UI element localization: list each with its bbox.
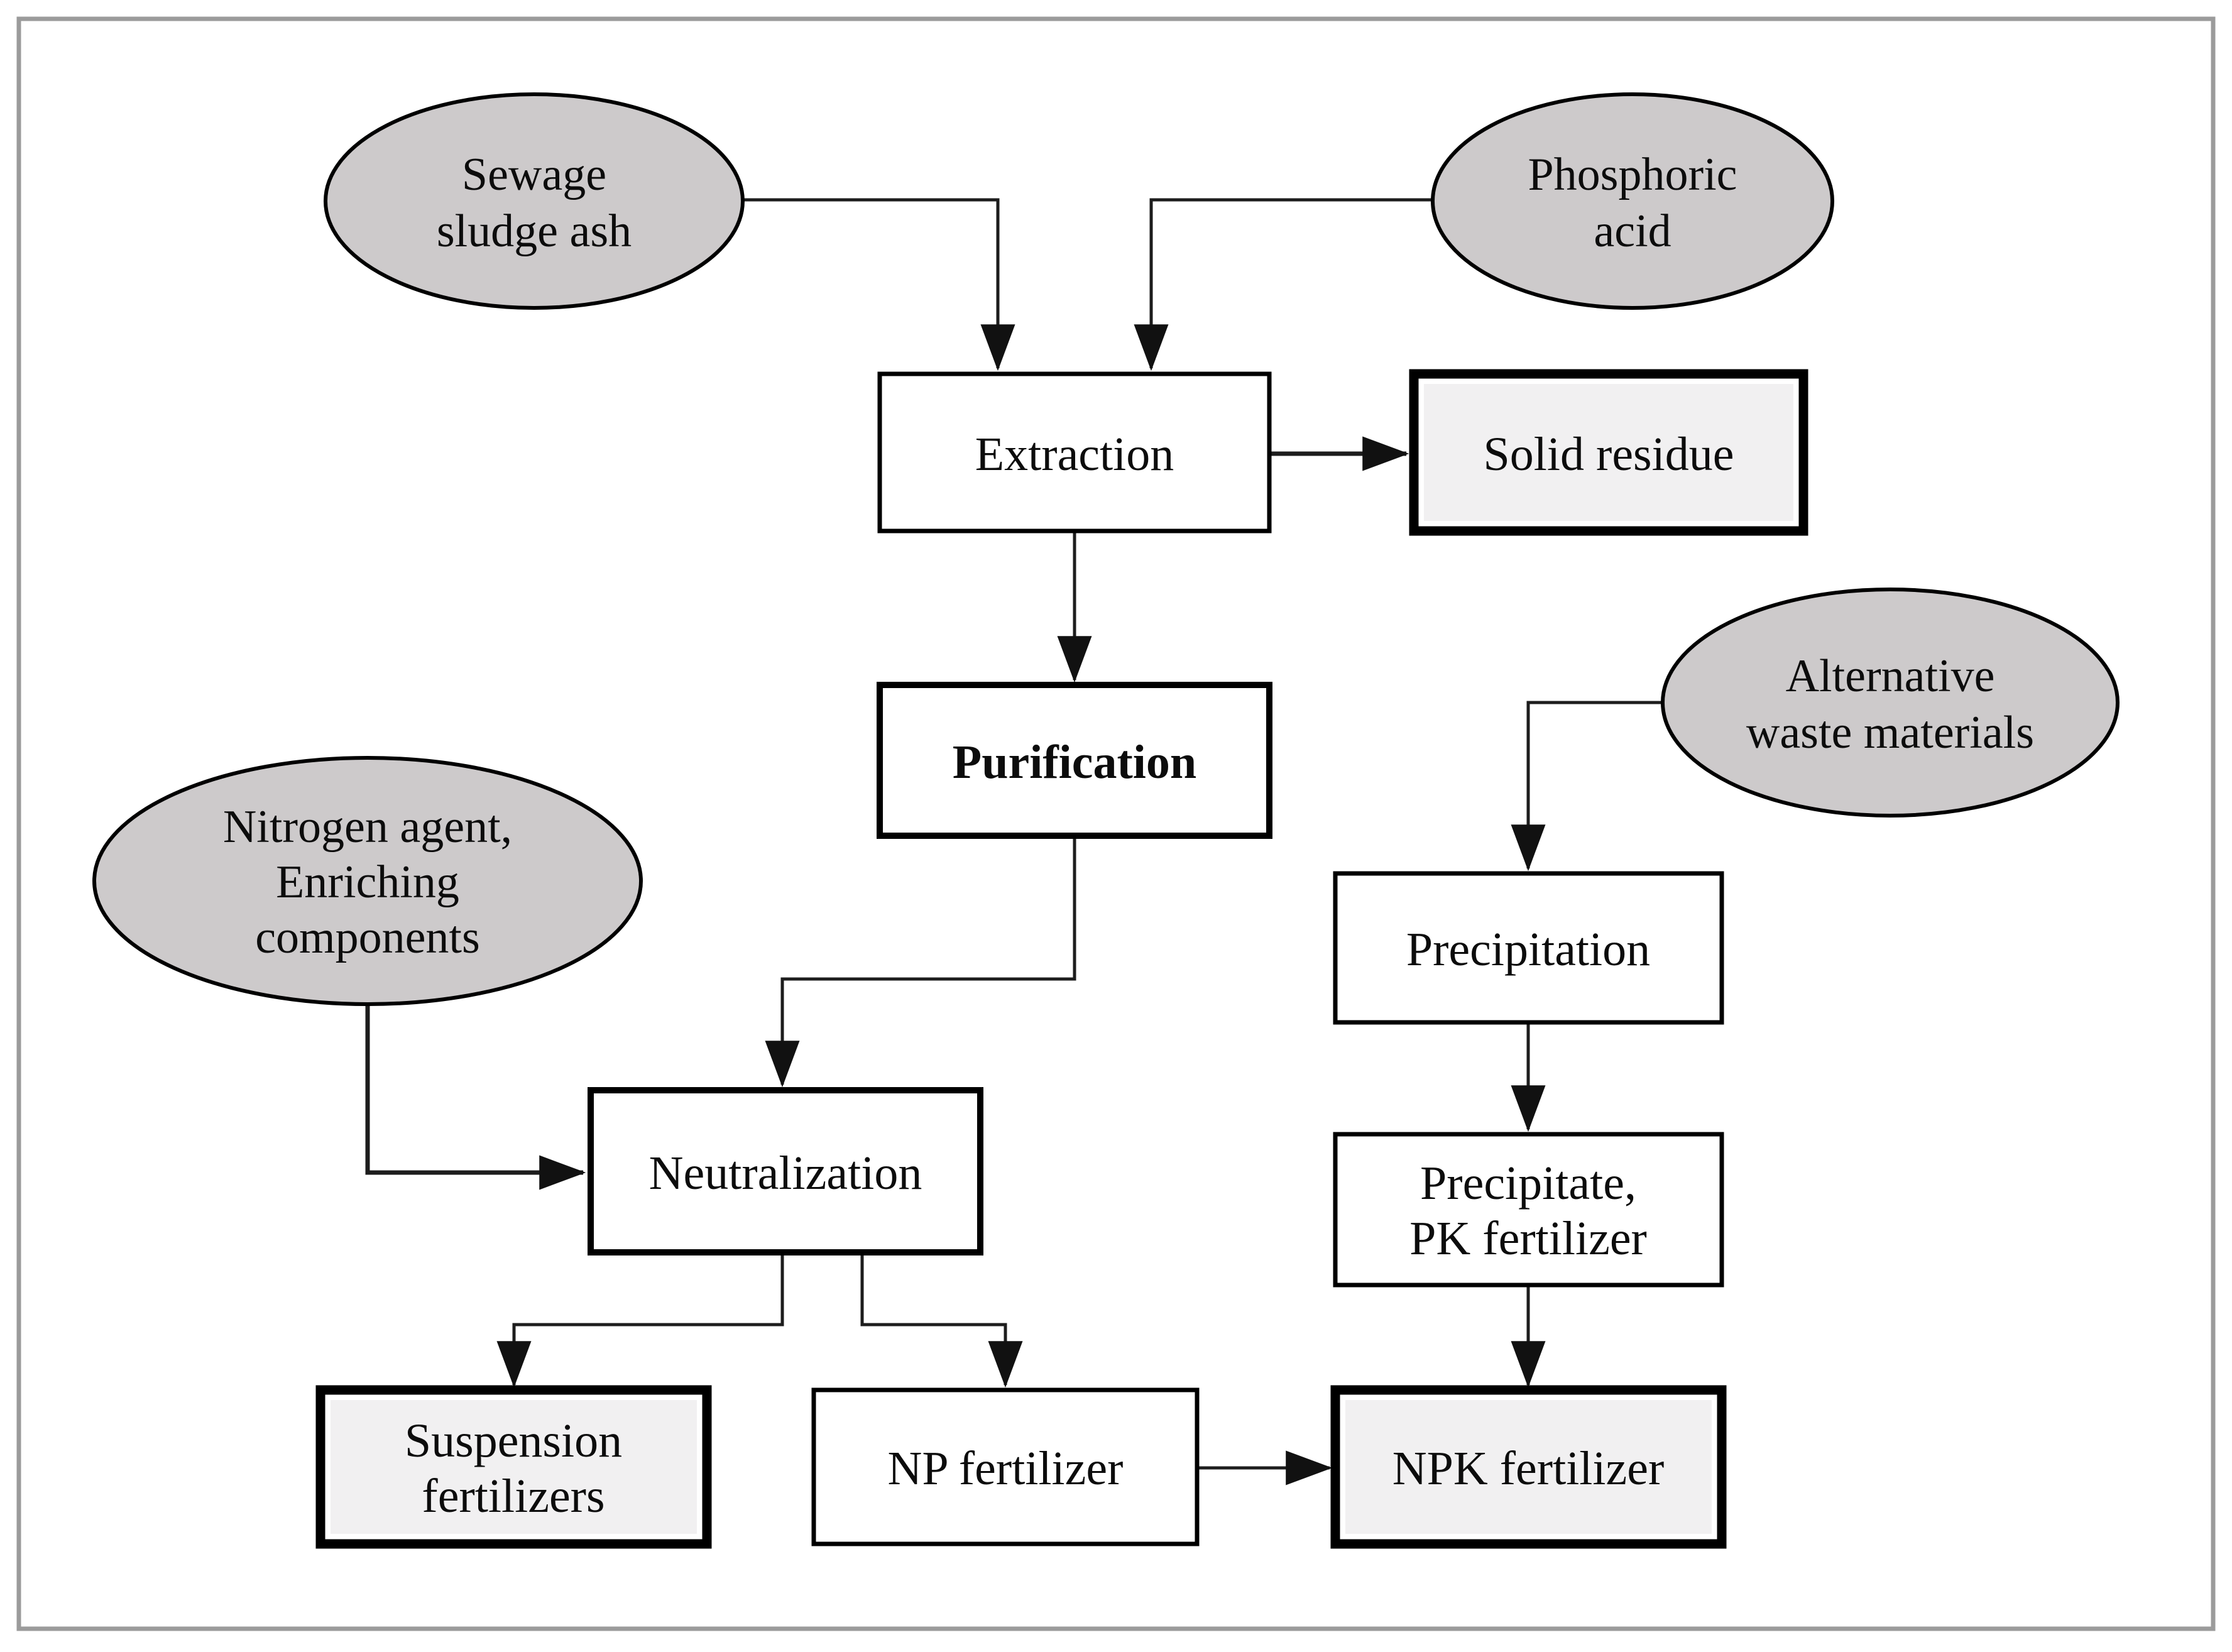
nitrogen-agent-label-line2: Enriching <box>276 856 459 908</box>
alternative-waste-label-line1: Alternative <box>1786 650 1995 702</box>
edge-purification-to-neutralization <box>765 836 1076 1088</box>
sewage-sludge-ash-label-line2: sludge ash <box>437 205 632 257</box>
nitrogen-agent-label-line1: Nitrogen agent, <box>223 801 512 853</box>
node-nitrogen-agent: Nitrogen agent, Enriching components <box>92 756 643 1006</box>
purification-label: Purification <box>953 736 1196 789</box>
phosphoric-acid-shape <box>1431 92 1834 310</box>
suspension-fertilizers-inner <box>331 1400 697 1534</box>
edges <box>365 198 1663 1485</box>
edge-phosphoric-to-extraction <box>1134 198 1434 371</box>
phosphoric-acid-label-line2: acid <box>1594 205 1671 257</box>
extraction-shape <box>877 371 1272 533</box>
node-extraction: Extraction <box>877 371 1272 533</box>
sewage-sludge-ash-shape <box>324 92 745 310</box>
node-solid-residue: Solid residue <box>1409 369 1808 536</box>
edge-nitrogen-to-neutralization <box>365 1004 586 1190</box>
np-fertilizer-label: NP fertilizer <box>888 1442 1124 1495</box>
precipitation-label: Precipitation <box>1406 923 1650 976</box>
edge-neutralization-to-suspension <box>496 1252 784 1388</box>
sewage-sludge-ash-label-line1: Sewage <box>462 149 606 200</box>
precipitate-pk-label-line1: Precipitate, <box>1420 1157 1636 1210</box>
node-purification: Purification <box>877 682 1272 839</box>
npk-fertilizer-label: NPK fertilizer <box>1392 1442 1665 1495</box>
node-precipitate-pk-fertilizer: Precipitate, PK fertilizer <box>1333 1132 1724 1288</box>
neutralization-shape <box>588 1087 983 1255</box>
node-sewage-sludge-ash: Sewage sludge ash <box>324 92 745 310</box>
precipitate-pk-label-line2: PK fertilizer <box>1409 1212 1647 1265</box>
edge-alternative-to-precipitation <box>1511 701 1663 872</box>
solid-residue-label: Solid residue <box>1484 428 1734 481</box>
nitrogen-agent-shape <box>92 756 643 1006</box>
node-precipitation: Precipitation <box>1333 871 1724 1025</box>
node-npk-fertilizer: NPK fertilizer <box>1330 1385 1727 1549</box>
nitrogen-agent-label-line3: components <box>255 912 480 963</box>
precipitate-pk-shape <box>1333 1132 1724 1288</box>
npk-fertilizer-inner <box>1345 1400 1712 1534</box>
node-alternative-waste-materials: Alternative waste materials <box>1661 588 2120 818</box>
edge-sewage-to-extraction <box>743 198 1015 371</box>
alternative-waste-materials-shape <box>1661 588 2120 818</box>
precipitation-shape <box>1333 871 1724 1025</box>
node-neutralization: Neutralization <box>588 1087 983 1255</box>
extraction-label: Extraction <box>975 428 1174 481</box>
alternative-waste-label-line2: waste materials <box>1746 707 2034 758</box>
solid-residue-inner <box>1424 384 1793 521</box>
purification-shape <box>877 682 1272 839</box>
phosphoric-acid-label-line1: Phosphoric <box>1528 149 1737 200</box>
neutralization-label: Neutralization <box>649 1147 922 1200</box>
suspension-fertilizers-label-line1: Suspension <box>405 1414 622 1467</box>
np-fertilizer-shape <box>811 1387 1200 1546</box>
suspension-fertilizers-label-line2: fertilizers <box>422 1470 604 1523</box>
node-np-fertilizer: NP fertilizer <box>811 1387 1200 1546</box>
node-phosphoric-acid: Phosphoric acid <box>1431 92 1834 310</box>
node-suspension-fertilizers: Suspension fertilizers <box>315 1385 712 1549</box>
edge-neutralization-to-np <box>860 1252 1023 1388</box>
